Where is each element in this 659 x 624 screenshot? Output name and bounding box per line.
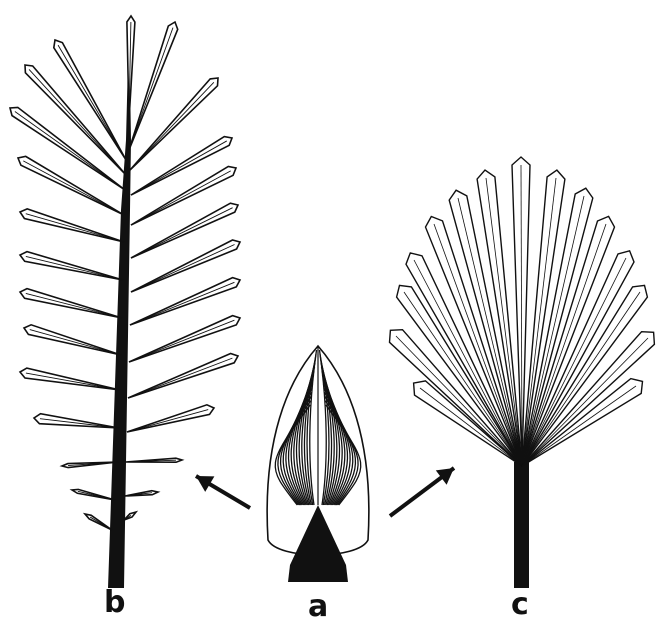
rachis <box>108 20 131 588</box>
leaflet-right-9-midrib <box>128 358 232 398</box>
label-b: b <box>104 588 125 618</box>
plicate-leaf-bud-a <box>267 346 369 582</box>
leaflet-left-4-midrib <box>23 161 124 215</box>
leaflet-left-7-midrib <box>26 293 122 318</box>
leaflet-left-10 <box>34 414 119 428</box>
leaflet-right-10 <box>127 405 214 432</box>
leaflet-right-8-midrib <box>129 320 234 362</box>
leaflet-left-13-midrib <box>90 517 112 530</box>
leaflet-right-3-midrib <box>131 141 227 195</box>
label-c: c <box>511 590 529 620</box>
leaflet-left-9 <box>20 368 120 390</box>
leaflet-left-9-midrib <box>26 373 120 390</box>
pinnate-leaf-b <box>10 16 240 588</box>
leaflet-left-3-midrib <box>15 111 125 190</box>
segment-14-rib <box>522 338 648 466</box>
palmate-leaf-c <box>390 157 655 588</box>
leaflet-right-7-midrib <box>130 282 234 325</box>
leaflet-left-12-midrib <box>78 491 115 500</box>
leaflet-left-6-midrib <box>26 256 123 280</box>
leaflet-left-1-midrib <box>58 45 126 160</box>
bud-sheath <box>288 505 348 582</box>
leaflet-left-6 <box>20 252 123 280</box>
leaflet-left-7 <box>20 289 122 318</box>
arrow-to-c-head <box>436 468 454 485</box>
label-a: a <box>308 592 328 622</box>
leaflet-left-5-midrib <box>26 214 124 242</box>
leaflet-left-8-midrib <box>30 330 121 355</box>
petiole <box>514 462 529 588</box>
leaflet-right-10-midrib <box>127 410 208 432</box>
leaflet-left-8 <box>24 325 121 355</box>
